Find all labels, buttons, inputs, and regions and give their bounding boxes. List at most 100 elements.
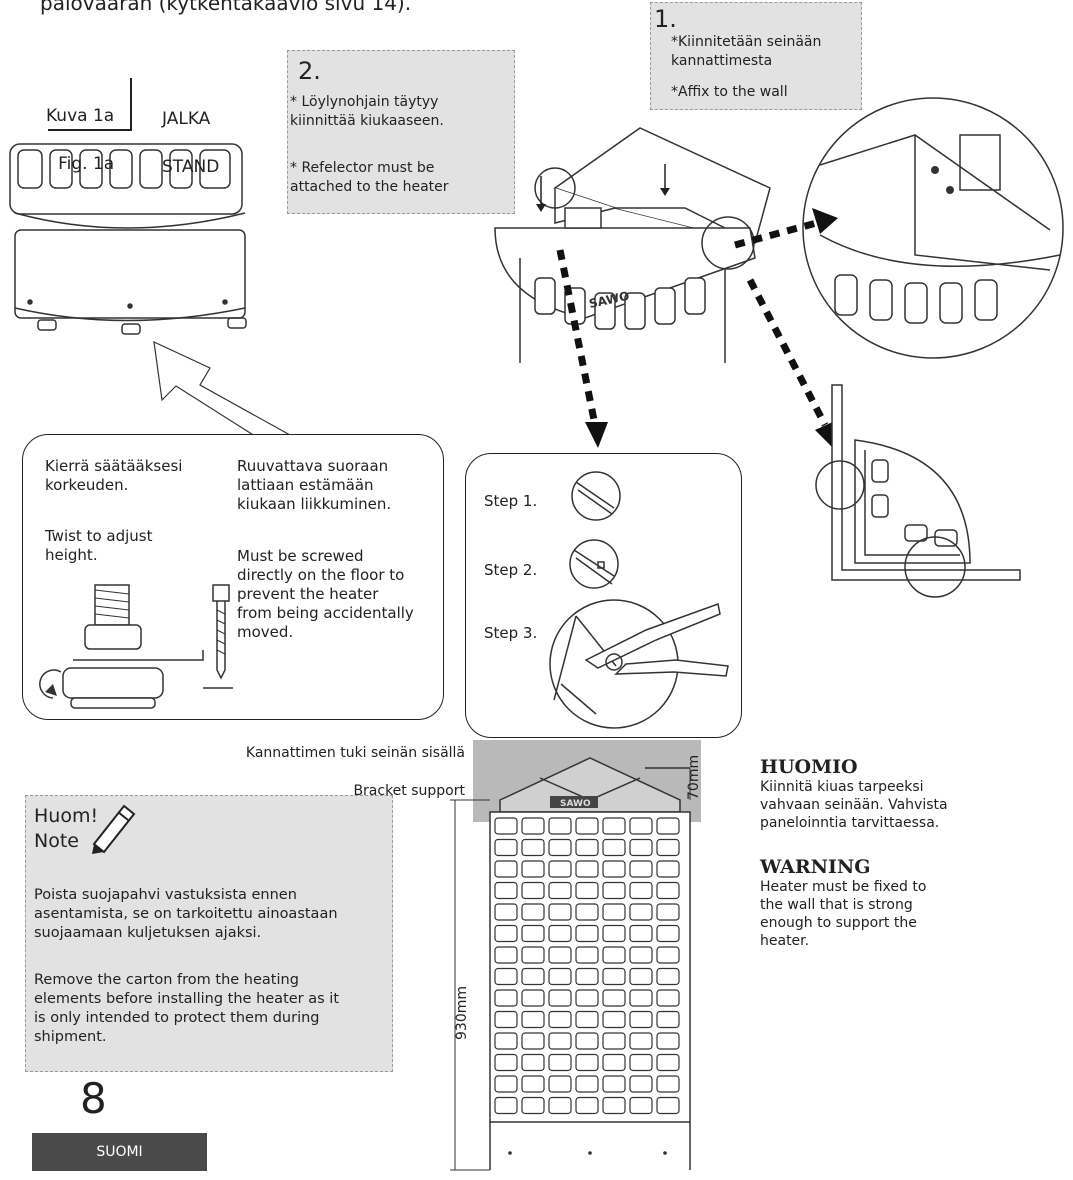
twist-en: Twist to adjust height.	[45, 527, 153, 564]
grille-slot	[521, 903, 545, 921]
grille-slot	[521, 989, 545, 1007]
magnified-detail	[802, 97, 1064, 359]
bracket-label-fi: Kannattimen tuki seinän sisällä	[245, 745, 465, 761]
grille-slot	[521, 860, 545, 878]
grille-slot	[494, 903, 518, 921]
grille-slot	[629, 967, 653, 986]
grille-slot	[575, 1075, 599, 1093]
warning-block: HUOMIO Kiinnitä kiuas tarpeeksi vahvaan …	[760, 756, 1060, 950]
step-note-2: 2. * Löylynohjain täytyy kiinnittää kiuk…	[287, 50, 515, 214]
grille-slot	[575, 967, 599, 986]
dim-930mm: 930mm	[454, 986, 470, 1040]
note-box: Huom! Note Poista suojapahvi vastuksista…	[25, 795, 393, 1072]
grille-slot	[575, 1096, 599, 1115]
grille-slot	[548, 881, 572, 900]
grille-slot	[548, 817, 572, 835]
grille-slot	[656, 989, 680, 1007]
fig-divider	[130, 78, 132, 130]
grille-slot	[548, 967, 572, 986]
grille-slot	[548, 1096, 572, 1115]
grille-slot	[548, 1075, 572, 1093]
steps-box: Step 1. Step 2. Step 3.	[465, 453, 742, 738]
step-note-1: 1. *Kiinnitetään seinään kannattimesta *…	[650, 2, 862, 110]
grille-slot	[575, 1053, 599, 1072]
warning-text-en: Heater must be fixed to the wall that is…	[760, 879, 927, 949]
bracket-label: Kannattimen tuki seinän sisällä Bracket …	[210, 725, 465, 820]
grille-slot	[575, 838, 599, 857]
grille-slot	[629, 1010, 653, 1029]
grille-slot	[602, 967, 626, 986]
grille-slot	[602, 1075, 626, 1093]
grille-slot	[575, 924, 599, 943]
grille-slot	[548, 1032, 572, 1050]
fig-1a-label: Kuva 1a Fig. 1a	[46, 80, 114, 200]
grille-slot	[602, 838, 626, 857]
stand-label: JALKA STAND	[162, 83, 219, 203]
grille-slot	[494, 1053, 518, 1072]
step-1-label: Step 1.	[484, 492, 538, 510]
stand-label-fi: JALKA	[162, 109, 211, 129]
grille-slot	[629, 1096, 653, 1115]
grille-slot	[575, 1032, 599, 1050]
grille-slot	[575, 881, 599, 900]
pencil-icon	[92, 804, 136, 854]
grille-slot	[656, 1053, 680, 1072]
screw-en: Must be screwed directly on the floor to…	[237, 547, 414, 641]
page-number: 8	[80, 1074, 107, 1123]
grille-slot	[629, 1053, 653, 1072]
corner-wall-view	[815, 384, 1021, 598]
figure-stand: Kuva 1a Fig. 1a JALKA STAND	[0, 48, 260, 338]
grille-slot	[629, 881, 653, 900]
grille-slot	[521, 881, 545, 900]
grille-slot	[575, 989, 599, 1007]
adjust-foot-drawing	[39, 584, 233, 709]
twist-fi: Kierrä säätääksesi korkeuden.	[45, 457, 183, 494]
grille-slot	[521, 1010, 545, 1029]
hollow-arrow	[153, 340, 292, 439]
grille-slot	[602, 860, 626, 878]
note-title-fi: Huom!	[34, 805, 99, 827]
fig-label-en: Fig. 1a	[58, 154, 115, 174]
grille-slot	[548, 903, 572, 921]
grille-slot	[521, 967, 545, 986]
note-title: Huom! Note	[34, 804, 98, 854]
grille-slot	[656, 1096, 680, 1115]
grille-slot	[602, 1096, 626, 1115]
warning-text-fi: Kiinnitä kiuas tarpeeksi vahvaan seinään…	[760, 779, 948, 831]
grille-slot	[548, 1010, 572, 1029]
grille-slot	[602, 817, 626, 835]
grille-slot	[494, 1075, 518, 1093]
stand-drawing	[9, 143, 247, 335]
note-text-fi: Poista suojapahvi vastuksista ennen asen…	[34, 887, 338, 941]
grille-slot	[521, 1096, 545, 1115]
step-3-label: Step 3.	[484, 624, 538, 642]
grille-slot	[521, 924, 545, 943]
grille-slot	[494, 967, 518, 986]
step-2-label: Step 2.	[484, 561, 538, 579]
grille-slot	[548, 989, 572, 1007]
fig-underline	[48, 129, 132, 131]
grille-slot	[521, 817, 545, 835]
grille-slot	[494, 838, 518, 857]
grille-slot	[494, 860, 518, 878]
grille-slot	[548, 838, 572, 857]
fig-label-fi: Kuva 1a	[46, 106, 115, 126]
grille-slot	[494, 817, 518, 835]
step-note-1-number: 1.	[654, 5, 677, 33]
grille-slot	[575, 1010, 599, 1029]
grille-slot	[548, 924, 572, 943]
grille-slot	[656, 967, 680, 986]
grille-slot	[602, 1010, 626, 1029]
grille-slot	[548, 860, 572, 878]
grille-slot	[656, 881, 680, 900]
grille-slot	[656, 838, 680, 857]
grille-slot	[575, 860, 599, 878]
grille-slot	[629, 1032, 653, 1050]
grille-slot	[602, 1032, 626, 1050]
grille-slot	[629, 817, 653, 835]
grille-slot	[629, 1075, 653, 1093]
step-note-2-en: * Refelector must be attached to the hea…	[290, 160, 449, 195]
grille-slot	[494, 1032, 518, 1050]
grille-slot	[494, 989, 518, 1007]
grille-slot	[602, 946, 626, 964]
